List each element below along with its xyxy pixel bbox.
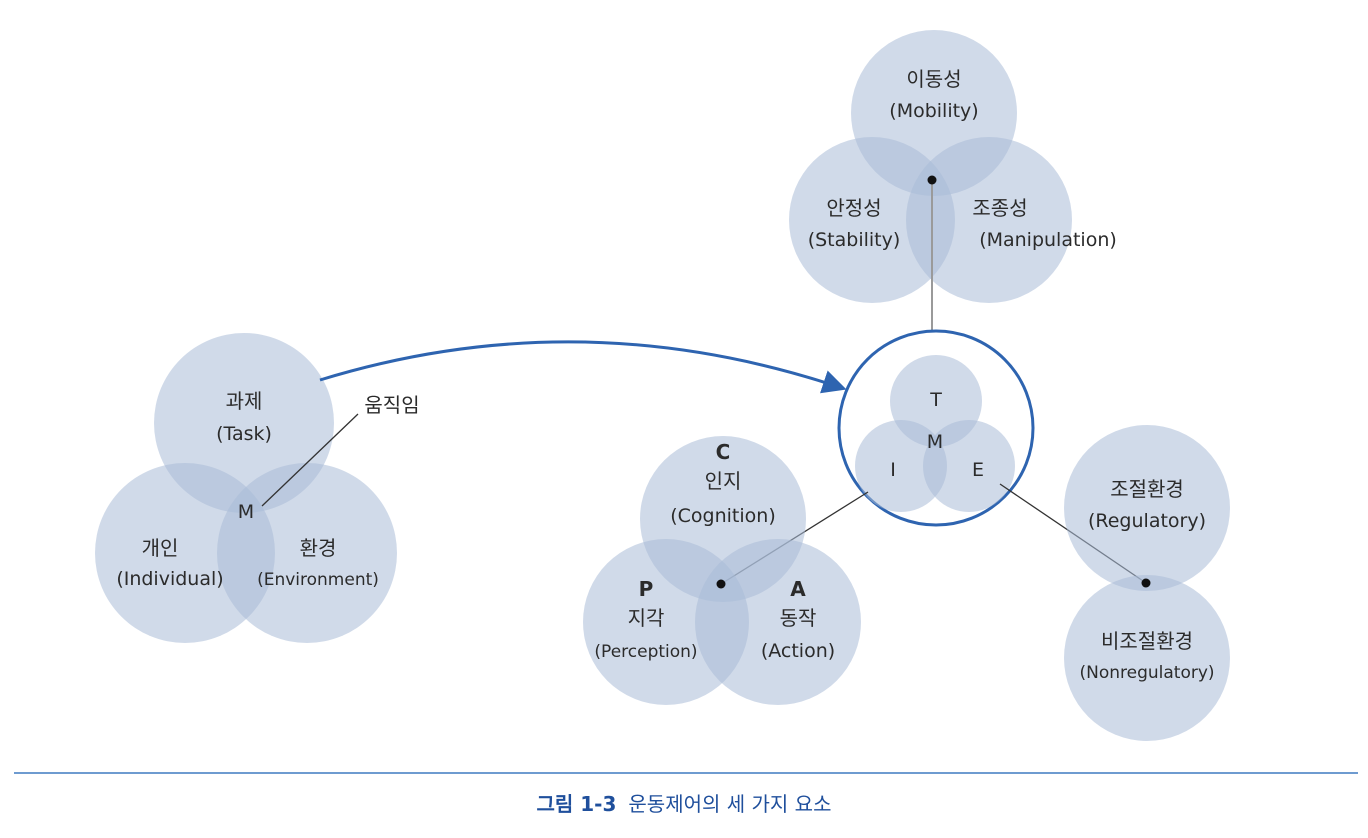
action-circle (695, 539, 861, 705)
caption-divider (14, 772, 1358, 774)
environment-label-en: (Environment) (257, 570, 379, 590)
stability-label-en: (Stability) (808, 229, 901, 251)
center-e-circle (923, 420, 1015, 512)
mobility-label-en: (Mobility) (889, 100, 978, 122)
nonregulatory-circle (1064, 575, 1230, 741)
nonregulatory-label-en: (Nonregulatory) (1079, 663, 1214, 683)
transition-arrow (319, 340, 847, 394)
environment-label-ko: 환경 (300, 536, 337, 560)
task-label-en: (Task) (216, 423, 272, 445)
environment-circle (217, 463, 397, 643)
individual-label-en: (Individual) (116, 568, 223, 590)
mobility-label-ko: 이동성 (906, 67, 961, 91)
regulatory-label-ko: 조절환경 (1110, 477, 1184, 501)
motor-control-diagram: 과제 (Task) 개인 (Individual) 환경 (Environmen… (95, 30, 1230, 741)
stability-circle (789, 137, 955, 303)
cognition-letter: C (716, 440, 731, 464)
individual-label-ko: 개인 (142, 536, 179, 560)
regulatory-circle (1064, 425, 1230, 591)
nonregulatory-label-ko: 비조절환경 (1101, 629, 1193, 653)
task-venn: 이동성 (Mobility) 안정성 (Stability) 조종성 (Mani… (789, 30, 1117, 372)
individual-venn: C 인지 (Cognition) P 지각 (Perception) A 동작 … (583, 436, 861, 705)
regulatory-label-en: (Regulatory) (1088, 510, 1206, 532)
action-label-ko: 동작 (780, 606, 817, 630)
center-t: T (929, 389, 942, 411)
perception-label-ko: 지각 (628, 606, 665, 630)
center-i: I (890, 459, 896, 481)
movement-label: 움직임 (364, 393, 419, 417)
figure-number: 그림 1-3 (536, 792, 617, 816)
environment-venn-dot (1141, 578, 1151, 588)
manipulation-label-ko: 조종성 (972, 196, 1027, 220)
stability-label-ko: 안정성 (826, 196, 881, 220)
figure-caption: 그림 1-3 운동제어의 세 가지 요소 (0, 788, 1368, 817)
left-venn: 과제 (Task) 개인 (Individual) 환경 (Environmen… (95, 333, 420, 643)
left-center-m: M (238, 501, 254, 523)
figure-title: 운동제어의 세 가지 요소 (628, 792, 832, 816)
center-m: M (927, 431, 943, 453)
manipulation-circle (906, 137, 1072, 303)
task-venn-dot (927, 175, 937, 185)
task-label-ko: 과제 (226, 389, 263, 413)
manipulation-label-en: (Manipulation) (979, 229, 1117, 251)
environment-venn: 조절환경 (Regulatory) 비조절환경 (Nonregulatory) (1064, 425, 1230, 741)
perception-label-en: (Perception) (594, 642, 697, 662)
center-e: E (972, 459, 984, 481)
action-letter: A (790, 577, 806, 601)
cognition-label-en: (Cognition) (670, 505, 776, 527)
center-venn: T M I E (837, 329, 1035, 527)
center-i-circle (855, 420, 947, 512)
movement-leader-line (261, 413, 359, 507)
perception-letter: P (639, 577, 654, 601)
cognition-label-ko: 인지 (705, 469, 742, 493)
individual-venn-dot (716, 579, 726, 589)
action-label-en: (Action) (761, 640, 835, 662)
